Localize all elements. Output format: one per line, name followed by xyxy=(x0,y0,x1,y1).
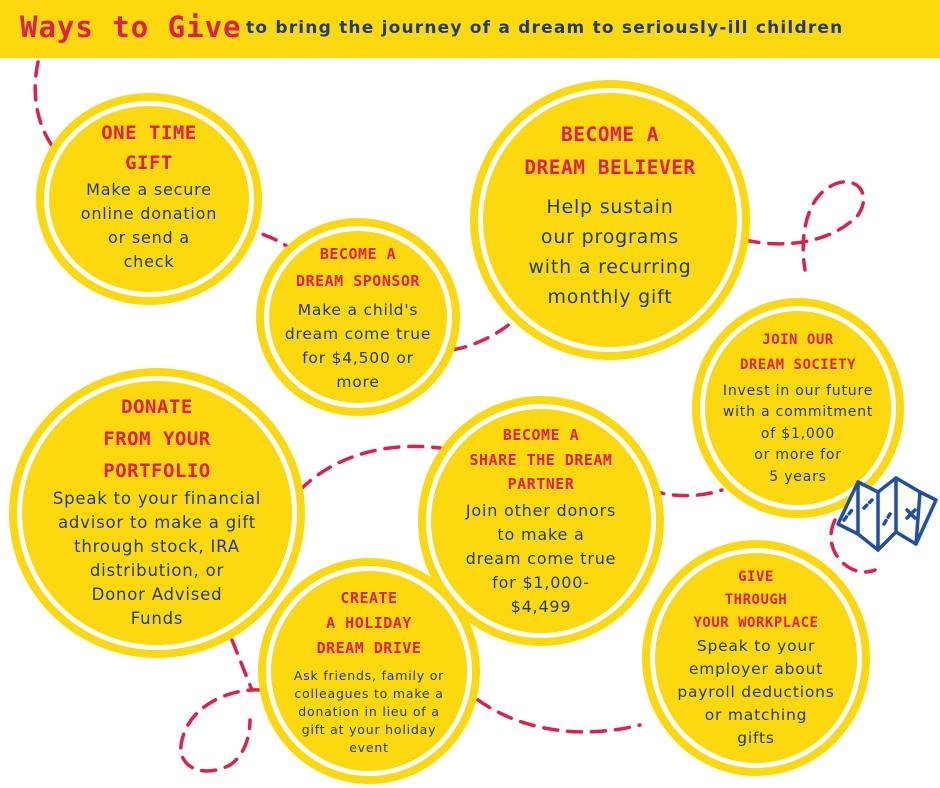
circle-one-time-gift: ONE TIME GIFT Make a secure online donat… xyxy=(36,93,262,305)
circle-title: GIVE THROUGH YOUR WORKPLACE xyxy=(693,569,819,631)
header-banner: Ways to Give to bring the journey of a d… xyxy=(0,0,940,58)
circle-description: Help sustain our programs with a recurri… xyxy=(528,196,692,308)
map-icon xyxy=(836,476,938,552)
circle-description: Invest in our future with a commitment o… xyxy=(722,382,874,485)
circle-description: Make a secure online donation or send a … xyxy=(80,180,218,271)
circle-description: Speak to your employer about payroll ded… xyxy=(677,637,835,747)
circle-dream-sponsor: BECOME A DREAM SPONSOR Make a child's dr… xyxy=(256,218,460,416)
circle-dream-society: JOIN OUR DREAM SOCIETY Invest in our fut… xyxy=(692,298,904,518)
circle-description: Speak to your financial advisor to make … xyxy=(52,489,262,628)
circle-title: CREATE A HOLIDAY DREAM DRIVE xyxy=(316,588,422,657)
circle-description: Join other donors to make a dream come t… xyxy=(465,500,617,616)
circle-description: Make a child's dream come true for $4,50… xyxy=(284,300,432,391)
circle-dream-believer: BECOME A DREAM BELIEVER Help sustain our… xyxy=(470,80,750,360)
circle-title: BECOME A SHARE THE DREAM PARTNER xyxy=(469,426,613,494)
circle-title: JOIN OUR DREAM SOCIETY xyxy=(739,331,857,373)
circle-title: DONATE FROM YOUR PORTFOLIO xyxy=(103,396,211,482)
circle-title: ONE TIME GIFT xyxy=(101,122,197,174)
page-title: Ways to Give xyxy=(20,10,242,44)
page-subtitle: to bring the journey of a dream to serio… xyxy=(246,18,844,38)
circle-title: BECOME A DREAM SPONSOR xyxy=(296,244,420,290)
circle-holiday-dream-drive: CREATE A HOLIDAY DREAM DRIVE Ask friends… xyxy=(258,558,480,784)
circle-donate-portfolio: DONATE FROM YOUR PORTFOLIO Speak to your… xyxy=(9,368,305,658)
circle-title: BECOME A DREAM BELIEVER xyxy=(524,123,696,179)
circle-description: Ask friends, family or colleagues to mak… xyxy=(293,667,445,755)
circle-give-workplace: GIVE THROUGH YOUR WORKPLACE Speak to you… xyxy=(642,540,870,776)
